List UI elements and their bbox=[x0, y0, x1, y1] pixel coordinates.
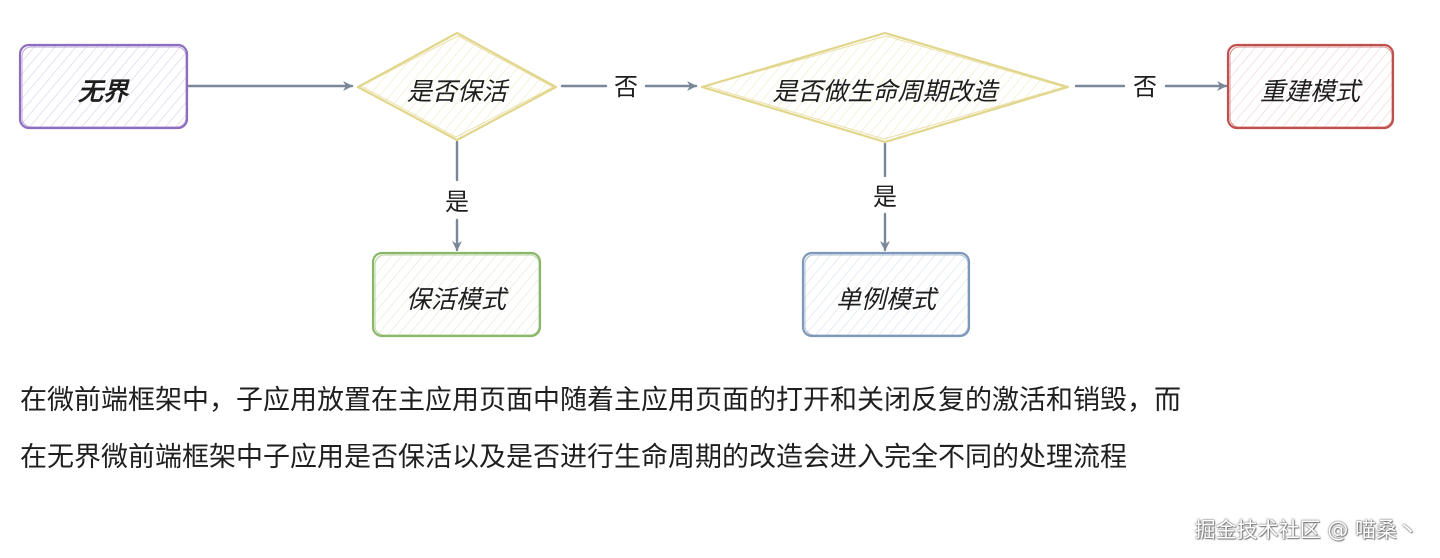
node-rebuild-mode: 重建模式 bbox=[1226, 43, 1395, 130]
node-wujie: 无界 bbox=[18, 43, 189, 130]
edges bbox=[187, 81, 1228, 252]
watermark: 掘金技术社区 @ 喵桑丶 bbox=[1194, 518, 1418, 542]
description-line-2: 在无界微前端框架中子应用是否保活以及是否进行生命周期的改造会进入完全不同的处理流… bbox=[20, 442, 1127, 473]
node-label: 是否保活 bbox=[407, 77, 510, 106]
description-paragraph: 在微前端框架中，子应用放置在主应用页面中随着主应用页面的打开和关闭反复的激活和销… bbox=[20, 372, 1420, 486]
edge-label-yes: 是 bbox=[873, 183, 897, 211]
node-label: 无界 bbox=[78, 77, 130, 106]
node-keep-alive-mode: 保活模式 bbox=[371, 251, 542, 338]
node-label: 保活模式 bbox=[406, 285, 509, 314]
node-label: 是否做生命周期改造 bbox=[772, 77, 1000, 106]
flowchart: 否 否 是 是 无界 是否保活 是否做生命周期改造 重建模式 保活模式 单例模式 bbox=[18, 31, 1395, 338]
edge-label-no: 否 bbox=[614, 73, 638, 101]
node-lifecycle-decision: 是否做生命周期改造 bbox=[700, 31, 1070, 144]
description-line-1: 在微前端框架中，子应用放置在主应用页面中随着主应用页面的打开和关闭反复的激活和销… bbox=[20, 385, 1181, 416]
node-keep-alive-decision: 是否保活 bbox=[356, 31, 558, 142]
edge-label-no: 否 bbox=[1133, 73, 1157, 101]
node-label: 单例模式 bbox=[836, 285, 939, 314]
node-label: 重建模式 bbox=[1260, 77, 1363, 106]
node-singleton-mode: 单例模式 bbox=[801, 251, 971, 338]
edge-label-yes: 是 bbox=[445, 188, 469, 216]
